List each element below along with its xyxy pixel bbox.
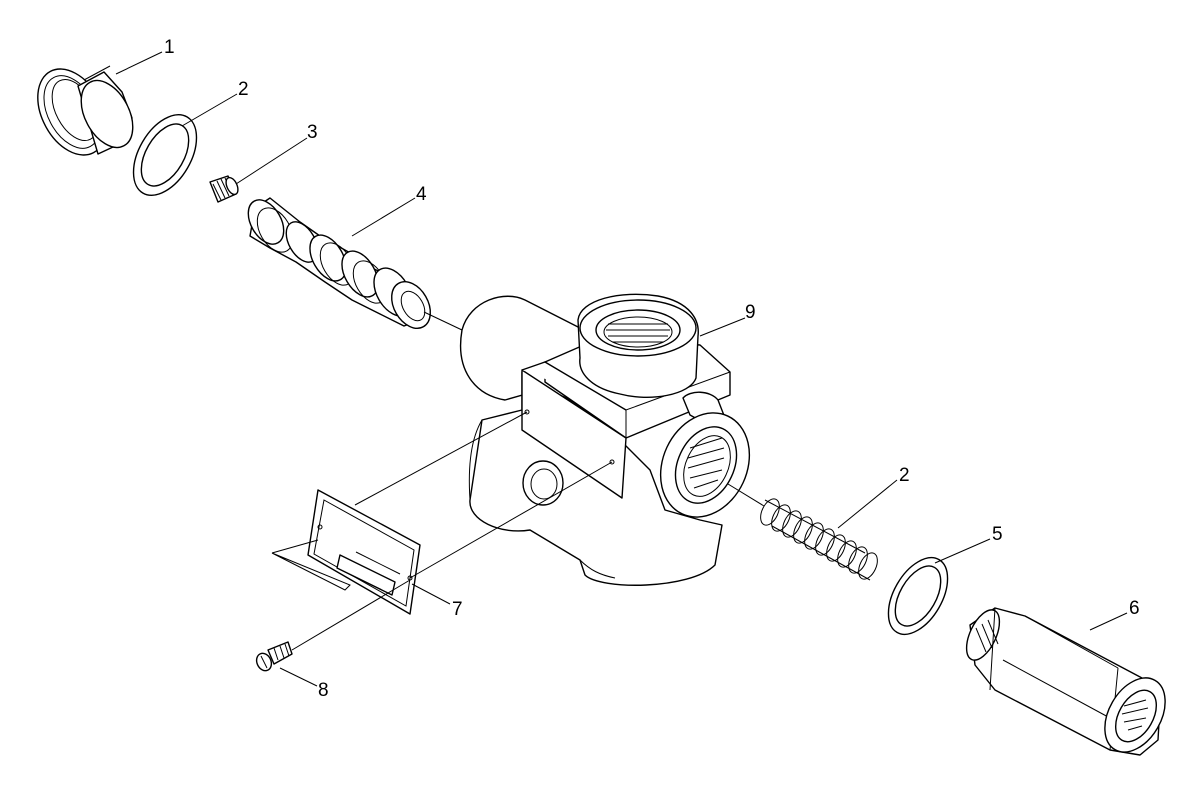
callout-6: 6 bbox=[1129, 598, 1140, 619]
callout-7: 7 bbox=[452, 599, 463, 620]
screw-axis-line bbox=[291, 579, 411, 651]
plate-rivet-line-upper bbox=[354, 411, 528, 506]
callout-leaders bbox=[115, 51, 1128, 687]
part-9-valve-body[interactable] bbox=[460, 293, 766, 586]
plate-rivet-line-lower bbox=[409, 461, 613, 579]
part-2-spring[interactable] bbox=[757, 496, 881, 582]
callout-5: 5 bbox=[992, 524, 1003, 545]
spring-axis-line bbox=[727, 483, 765, 507]
callout-2-top: 2 bbox=[238, 79, 249, 100]
spool-axis-line bbox=[423, 311, 463, 331]
callout-9: 9 bbox=[745, 302, 756, 323]
part-7-nameplate[interactable] bbox=[271, 489, 421, 615]
part-4-spool[interactable] bbox=[241, 194, 438, 335]
callout-8: 8 bbox=[318, 680, 329, 701]
part-3-pin[interactable] bbox=[209, 175, 240, 203]
part-5-washer[interactable] bbox=[876, 548, 960, 645]
callout-4: 4 bbox=[416, 184, 427, 205]
part-2-washer-top[interactable] bbox=[120, 104, 209, 206]
part-8-screw[interactable] bbox=[254, 641, 293, 673]
callout-2-spring: 2 bbox=[899, 465, 910, 486]
callout-3: 3 bbox=[307, 122, 318, 143]
part-6-fitting[interactable] bbox=[960, 605, 1178, 763]
callout-1: 1 bbox=[164, 37, 175, 58]
part-1-cap[interactable] bbox=[24, 57, 143, 166]
